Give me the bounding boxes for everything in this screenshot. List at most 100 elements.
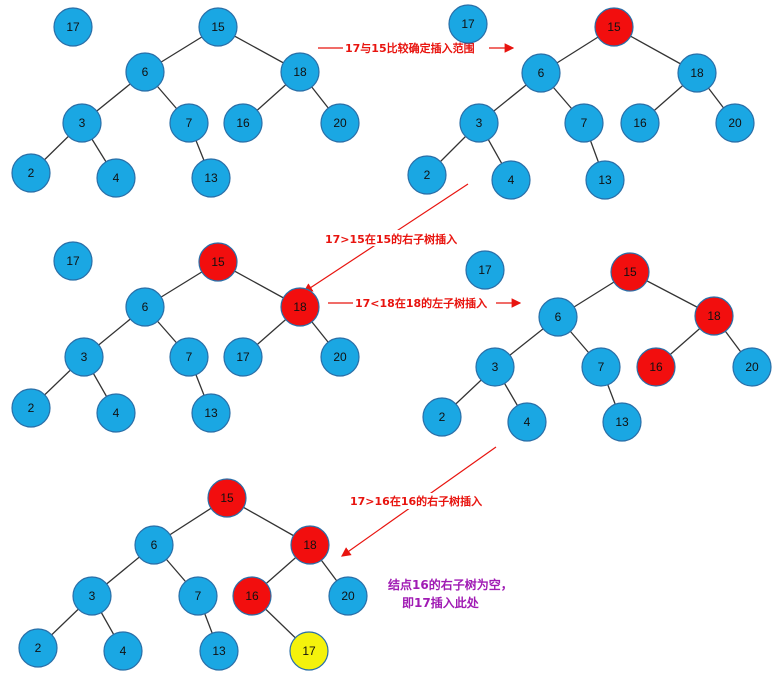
node-7: 7 [169,337,209,377]
node-label: 4 [524,415,531,429]
node-2: 2 [422,397,462,437]
node-16: 16 [620,103,660,143]
node-20: 20 [328,576,368,616]
caption-go-right-16: 17>16在16的右子树插入 [350,494,482,508]
node-4: 4 [507,402,547,442]
node-circle [223,103,263,143]
node-circle [96,158,136,198]
node-label: 20 [728,116,742,130]
node-6: 6 [125,287,165,327]
node-label: 2 [35,641,42,655]
node-circle [18,628,58,668]
node-circle [564,103,604,143]
node-3: 3 [459,103,499,143]
node-circle [448,4,488,44]
node-7: 7 [564,103,604,143]
node-circle [290,525,330,565]
node-18: 18 [280,287,320,327]
node-18: 18 [677,53,717,93]
node-circle [507,402,547,442]
node-label: 18 [293,300,307,314]
node-2: 2 [407,155,447,195]
node-circle [602,402,642,442]
node-circle [125,52,165,92]
node-circle [636,347,676,387]
node-3: 3 [475,347,515,387]
node-circle [459,103,499,143]
node-circle [620,103,660,143]
node-7: 7 [581,347,621,387]
node-label: 7 [186,350,193,364]
node-label: 6 [538,66,545,80]
caption-compare-root: 17与15比较确定插入范围 [345,41,475,55]
node-20: 20 [715,103,755,143]
pending-node-17: 17 [465,250,505,290]
node-label: 18 [707,309,721,323]
node-label: 13 [204,406,218,420]
node-circle [64,337,104,377]
node-label: 3 [476,116,483,130]
node-label: 4 [113,406,120,420]
node-circle [538,297,578,337]
node-label: 15 [211,255,225,269]
node-16: 16 [636,347,676,387]
node-label: 13 [615,415,629,429]
node-4: 4 [96,393,136,433]
caption-go-right-15: 17>15在15的右子树插入 [325,232,457,246]
node-label: 15 [607,20,621,34]
node-label: 18 [303,538,317,552]
node-circle [53,7,93,47]
node-label: 2 [28,401,35,415]
node-circle [328,576,368,616]
node-circle [223,337,263,377]
pending-node-17: 17 [53,7,93,47]
node-6: 6 [134,525,174,565]
node-circle [694,296,734,336]
node-circle [407,155,447,195]
note-line-2: 即17插入此处 [402,595,480,610]
node-circle [422,397,462,437]
node-20: 20 [732,347,772,387]
node-3: 3 [72,576,112,616]
node-4: 4 [491,160,531,200]
node-circle [521,53,561,93]
captions: 17与15比较确定插入范围 17>15在15的右子树插入 17<18在18的左子… [323,40,496,509]
node-17: 17 [289,631,329,671]
node-circle [581,347,621,387]
node-label: 3 [492,360,499,374]
node-label: 17 [302,644,316,658]
node-label: 16 [236,116,250,130]
node-circle [191,158,231,198]
node-label: 17 [478,263,492,277]
node-2: 2 [18,628,58,668]
node-2: 2 [11,153,51,193]
node-13: 13 [602,402,642,442]
node-label: 16 [245,589,259,603]
node-3: 3 [62,103,102,143]
conclusion-note: 结点16的右子树为空， 即17插入此处 [388,577,513,610]
node-label: 20 [341,589,355,603]
node-label: 6 [151,538,158,552]
node-circle [198,7,238,47]
node-label: 20 [333,116,347,130]
node-17: 17 [223,337,263,377]
node-label: 17 [236,350,250,364]
node-6: 6 [521,53,561,93]
node-label: 18 [293,65,307,79]
node-4: 4 [103,631,143,671]
node-circle [199,631,239,671]
node-label: 4 [113,171,120,185]
node-16: 16 [232,576,272,616]
node-13: 13 [191,158,231,198]
node-circle [289,631,329,671]
node-label: 20 [745,360,759,374]
node-circle [178,576,218,616]
node-label: 2 [424,168,431,182]
node-label: 3 [79,116,86,130]
node-label: 6 [555,310,562,324]
